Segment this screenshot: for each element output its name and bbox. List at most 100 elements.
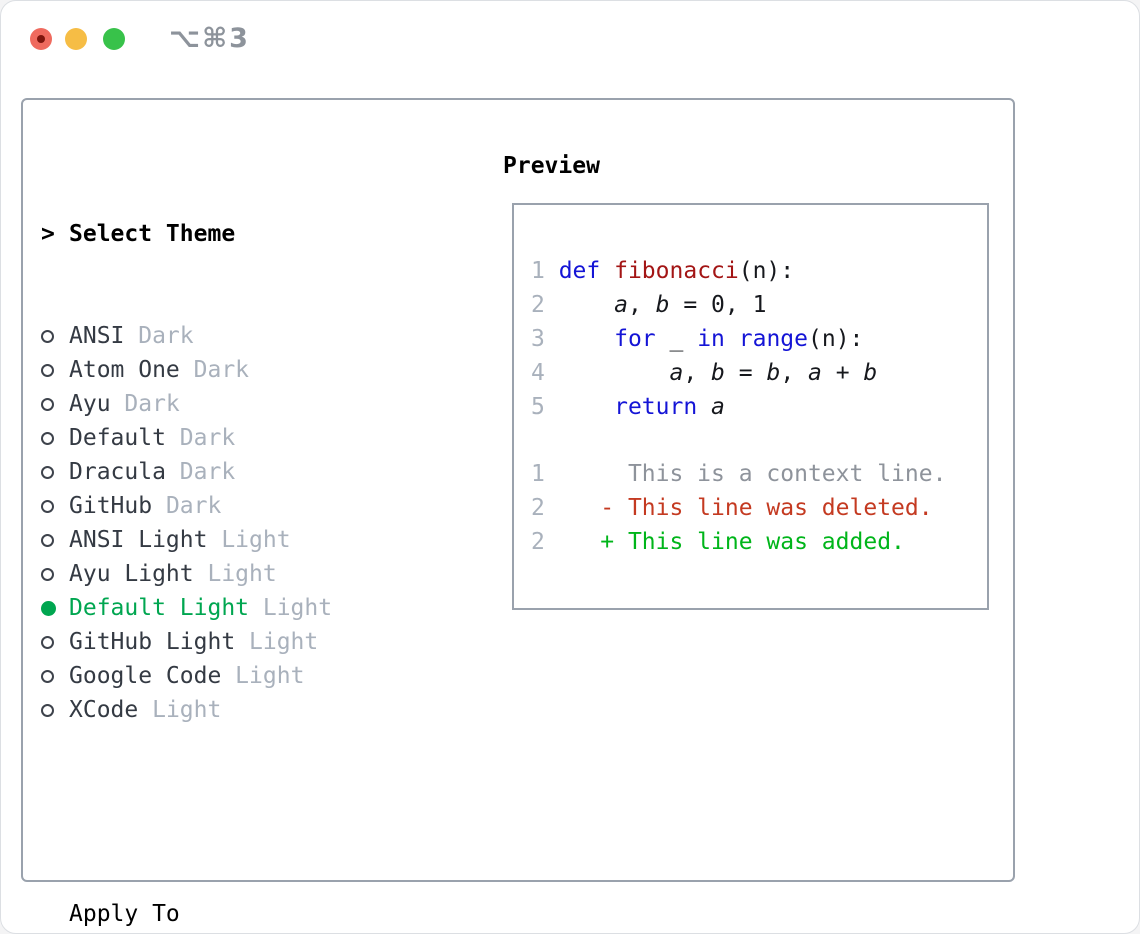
theme-option-ayu-dark[interactable]: Ayu Dark bbox=[41, 387, 481, 421]
radio-icon bbox=[41, 363, 54, 377]
maximize-button[interactable] bbox=[103, 28, 125, 50]
code-line: 3 for _ in range(n): bbox=[531, 322, 946, 356]
theme-option-github-light-light[interactable]: GitHub Light Light bbox=[41, 625, 481, 659]
minimize-button[interactable] bbox=[65, 28, 87, 50]
code-token: , bbox=[683, 360, 712, 386]
code-token bbox=[559, 326, 614, 352]
code-token: = 0, 1 bbox=[669, 292, 767, 318]
code-token bbox=[559, 360, 670, 386]
code-diff-gap bbox=[531, 424, 946, 457]
code-token: a bbox=[808, 360, 822, 386]
option-label: Default bbox=[69, 425, 166, 451]
unsaved-dot-icon bbox=[37, 35, 45, 43]
theme-option-dracula-dark[interactable]: Dracula Dark bbox=[41, 455, 481, 489]
radio-icon bbox=[41, 635, 54, 649]
option-variant-label: Light bbox=[221, 663, 305, 689]
radio-icon bbox=[41, 567, 54, 581]
option-label: Ayu bbox=[69, 391, 111, 417]
code-line: 5 return a bbox=[531, 390, 946, 424]
apply-to-title: Apply To bbox=[69, 901, 180, 927]
theme-option-ayu-light-light[interactable]: Ayu Light Light bbox=[41, 557, 481, 591]
preview-title: Preview bbox=[503, 153, 600, 179]
radio-icon bbox=[41, 669, 54, 683]
radio-icon bbox=[41, 703, 54, 717]
line-number: 5 bbox=[531, 394, 559, 420]
radio-selected-icon bbox=[41, 600, 56, 616]
option-variant-label: Light bbox=[235, 629, 319, 655]
code-token: range bbox=[738, 326, 808, 352]
radio-icon bbox=[41, 465, 54, 479]
select-theme-title: Select Theme bbox=[69, 221, 236, 247]
theme-option-google-code-light[interactable]: Google Code Light bbox=[41, 659, 481, 693]
option-variant-label: Light bbox=[193, 561, 277, 587]
option-label: Default Light bbox=[69, 595, 250, 621]
option-label: GitHub bbox=[69, 493, 153, 519]
option-label: XCode bbox=[69, 697, 139, 723]
code-token: (n): bbox=[738, 258, 795, 284]
code-line: 1 def fibonacci(n): bbox=[531, 254, 946, 288]
option-label: Google Code bbox=[69, 663, 222, 689]
theme-option-ansi-light-light[interactable]: ANSI Light Light bbox=[41, 523, 481, 557]
theme-option-ansi-dark[interactable]: ANSI Dark bbox=[41, 319, 481, 353]
section-gap bbox=[41, 795, 481, 829]
diff-text: - This line was deleted. bbox=[544, 495, 933, 521]
code-token bbox=[559, 394, 614, 420]
option-variant-label: Dark bbox=[124, 323, 194, 349]
option-label: ANSI Light bbox=[69, 527, 208, 553]
code-token: , bbox=[627, 292, 656, 318]
line-number: 1 bbox=[531, 258, 559, 284]
code-token: b bbox=[711, 360, 725, 386]
code-token: = bbox=[724, 360, 767, 386]
option-label: Atom One bbox=[69, 357, 180, 383]
option-label: ANSI bbox=[69, 323, 125, 349]
option-label: Dracula bbox=[69, 459, 166, 485]
code-token: b bbox=[655, 292, 670, 318]
theme-option-default-dark[interactable]: Default Dark bbox=[41, 421, 481, 455]
option-variant-label: Light bbox=[138, 697, 222, 723]
window-shortcut-label: ⌥⌘3 bbox=[169, 23, 250, 54]
theme-option-github-dark[interactable]: GitHub Dark bbox=[41, 489, 481, 523]
option-label: GitHub Light bbox=[69, 629, 236, 655]
option-variant-label: Light bbox=[249, 595, 333, 621]
code-token: return bbox=[614, 394, 698, 420]
code-token bbox=[559, 292, 614, 318]
code-token bbox=[697, 394, 711, 420]
diff-line-del: 2 - This line was deleted. bbox=[531, 491, 946, 525]
code-token: b bbox=[766, 360, 781, 386]
code-token: a bbox=[669, 360, 684, 386]
option-label: Ayu Light bbox=[69, 561, 194, 587]
radio-icon bbox=[41, 329, 54, 343]
theme-option-xcode-light[interactable]: XCode Light bbox=[41, 693, 481, 727]
code-token: a bbox=[614, 292, 628, 318]
code-token: _ bbox=[655, 326, 698, 352]
focus-caret: > bbox=[41, 221, 55, 247]
diff-line-add: 2 + This line was added. bbox=[531, 525, 946, 559]
diff-line-ctx: 1 This is a context line. bbox=[531, 457, 946, 491]
option-variant-label: Light bbox=[207, 527, 291, 553]
close-button[interactable] bbox=[30, 28, 52, 50]
titlebar: ⌥⌘3 bbox=[1, 1, 1139, 77]
option-variant-label: Dark bbox=[152, 493, 222, 519]
radio-icon bbox=[41, 397, 54, 411]
code-token: a bbox=[711, 394, 725, 420]
code-token: + bbox=[821, 360, 864, 386]
theme-option-default-light-light[interactable]: Default Light Light bbox=[41, 591, 481, 625]
radio-icon bbox=[41, 431, 54, 445]
code-token: for bbox=[614, 326, 656, 352]
radio-icon bbox=[41, 533, 54, 547]
line-number: 2 bbox=[531, 529, 545, 555]
code-line: 2 a, b = 0, 1 bbox=[531, 288, 946, 322]
theme-option-atom-one-dark[interactable]: Atom One Dark bbox=[41, 353, 481, 387]
code-line: 4 a, b = b, a + b bbox=[531, 356, 946, 390]
line-number: 2 bbox=[531, 495, 545, 521]
line-number: 4 bbox=[531, 360, 559, 386]
code-token: fibonacci bbox=[614, 258, 739, 284]
option-variant-label: Dark bbox=[179, 357, 250, 383]
code-token bbox=[725, 326, 739, 352]
line-number: 2 bbox=[531, 292, 559, 318]
line-number: 1 bbox=[531, 461, 545, 487]
